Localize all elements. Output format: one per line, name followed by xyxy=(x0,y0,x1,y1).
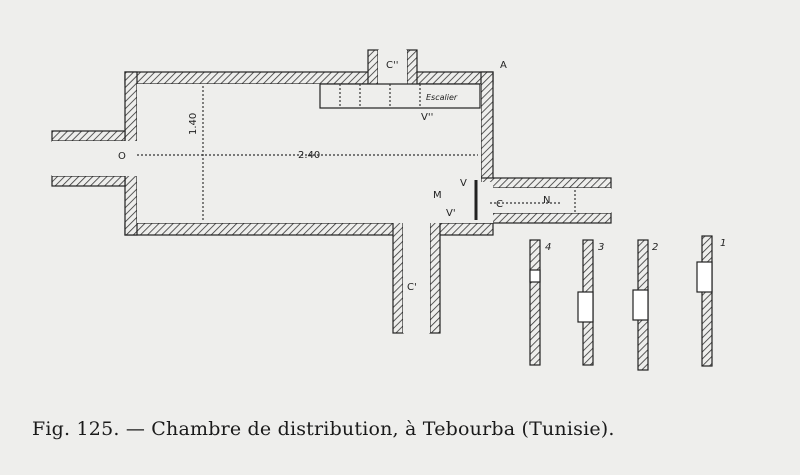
label-width-dimension: 1.40 xyxy=(188,113,199,135)
label-channel-top: C'' xyxy=(386,60,398,71)
label-valve-top: V'' xyxy=(421,112,433,123)
label-stair: Escalier xyxy=(426,93,458,102)
stair-block xyxy=(319,83,481,109)
label-valve-v1: V' xyxy=(446,208,456,219)
label-gate-3: 3 xyxy=(598,242,604,253)
inlet-pipe-top xyxy=(51,130,126,142)
label-gate-2: 2 xyxy=(652,242,658,253)
label-point-n: N xyxy=(543,195,550,206)
label-length-dimension: 2.40 xyxy=(298,150,320,161)
channel-bottom-wall-left xyxy=(392,219,404,334)
wall-right xyxy=(480,71,494,183)
label-valve-v: V xyxy=(460,178,467,189)
label-channel-bottom: C' xyxy=(407,282,417,293)
gate-1 xyxy=(701,235,713,367)
label-point-m: M xyxy=(433,190,442,201)
inlet-pipe-bottom xyxy=(51,175,126,187)
channel-bottom-wall-right xyxy=(429,219,441,334)
channel-right-bottom xyxy=(475,212,612,224)
label-outlet-o: O xyxy=(118,151,126,162)
label-channel-c: C xyxy=(496,199,503,210)
label-gate-4: 4 xyxy=(545,242,551,253)
figure-caption: Fig. 125. — Chambre de distribution, à T… xyxy=(32,418,615,440)
wall-top xyxy=(124,71,494,85)
channel-right-top xyxy=(480,177,612,189)
gate-4 xyxy=(529,239,541,366)
label-gate-1: 1 xyxy=(720,238,726,249)
label-corner-a: A xyxy=(500,60,507,71)
